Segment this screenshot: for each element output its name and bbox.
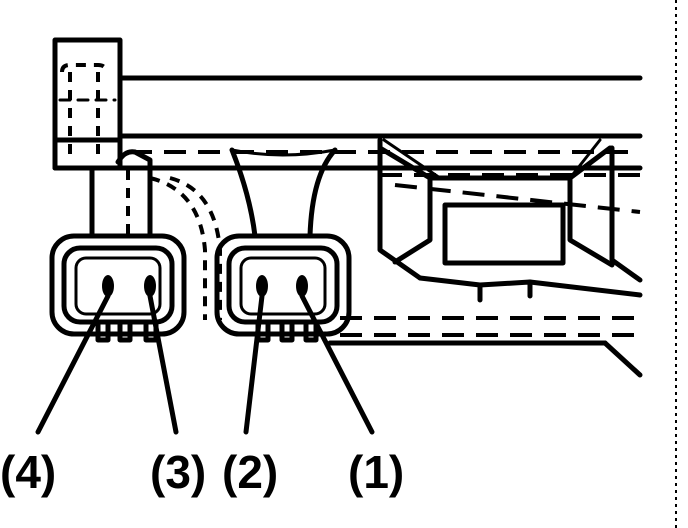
callout-1: (1) <box>348 446 404 498</box>
leader-3 <box>147 293 179 435</box>
terminal-4 <box>102 275 114 297</box>
callout-2: (2) <box>222 446 278 498</box>
leader-4 <box>35 293 111 435</box>
terminal-1 <box>296 275 308 297</box>
terminal-2 <box>256 275 268 297</box>
leader-1 <box>299 293 375 435</box>
callout-3: (3) <box>150 446 206 498</box>
right-housing <box>377 137 643 303</box>
left-bracket <box>52 37 123 171</box>
callout-4: (4) <box>0 446 56 498</box>
leader-2 <box>243 293 265 435</box>
leader-lines <box>35 293 375 435</box>
lower-frame <box>327 316 643 378</box>
terminal-3 <box>144 275 156 297</box>
right-connector-wires <box>229 147 338 239</box>
right-connector <box>214 233 352 343</box>
left-connector <box>49 233 187 343</box>
